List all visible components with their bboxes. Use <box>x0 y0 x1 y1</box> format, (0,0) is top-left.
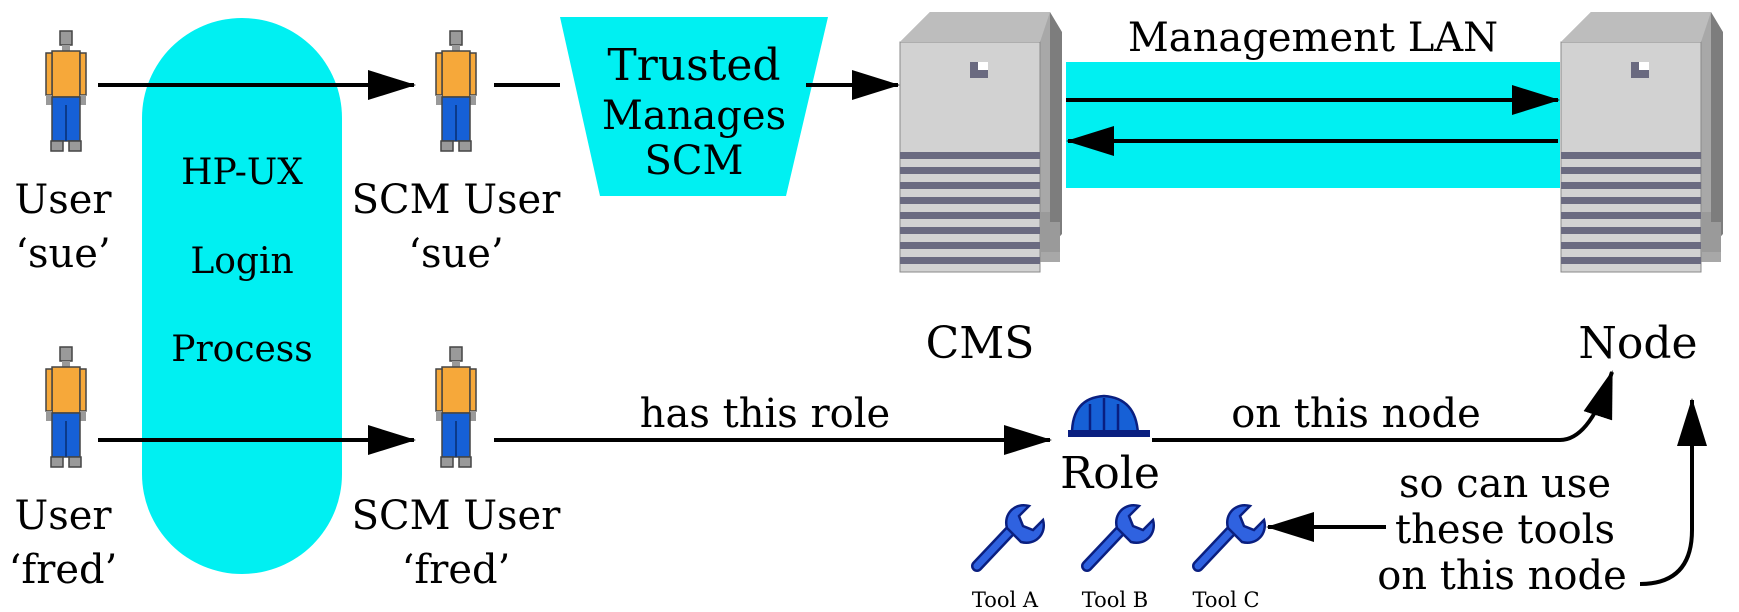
on-node-label: on this node <box>1231 391 1481 437</box>
tool-a-label: Tool A <box>971 588 1039 612</box>
login-process-line1: HP-UX <box>181 152 303 193</box>
user-fred-label: User <box>14 493 112 539</box>
tools-caption-line2: these tools <box>1395 507 1615 553</box>
hardhat-icon <box>1068 394 1150 437</box>
scm-user-sue-icon <box>435 30 477 152</box>
tool-b-label: Tool B <box>1081 588 1149 612</box>
trusted-line3: SCM <box>644 138 744 184</box>
user-fred-name: ‘fred’ <box>8 547 118 593</box>
tool-b-wrench-icon <box>1087 505 1154 566</box>
trusted-box <box>560 17 828 196</box>
login-process-line3: Process <box>171 329 313 370</box>
management-lan-band <box>1066 62 1560 188</box>
tool-a-wrench-icon <box>977 505 1044 566</box>
login-process-line2: Login <box>190 241 294 282</box>
user-sue-icon <box>45 30 87 152</box>
node-server-icon <box>1560 11 1724 273</box>
scm-user-fred-name: ‘fred’ <box>401 547 511 593</box>
role-label: Role <box>1060 448 1160 499</box>
user-fred-icon <box>45 346 87 468</box>
tools-caption-line3: on this node <box>1377 553 1627 599</box>
node-label: Node <box>1578 318 1698 369</box>
tool-c-label: Tool C <box>1192 588 1260 612</box>
cms-server-icon <box>899 11 1063 273</box>
scm-user-sue-label: SCM User <box>351 177 561 223</box>
management-lan-label: Management LAN <box>1127 15 1499 61</box>
caption-to-node-arrow <box>1639 398 1707 586</box>
trusted-line2: Manages <box>601 93 787 139</box>
cms-label: CMS <box>925 318 1035 369</box>
scm-user-fred-icon <box>435 346 477 468</box>
scm-user-sue-name: ‘sue’ <box>408 231 504 277</box>
login-process-box <box>142 18 342 574</box>
has-role-label: has this role <box>639 391 891 437</box>
tools-caption-line1: so can use <box>1398 461 1611 507</box>
tool-c-wrench-icon <box>1198 505 1265 566</box>
user-sue-label: User <box>14 177 112 223</box>
trusted-line1: Trusted <box>607 40 781 91</box>
role-to-node-arrow <box>1152 370 1614 442</box>
user-sue-name: ‘sue’ <box>15 231 111 277</box>
scm-user-fred-label: SCM User <box>351 493 561 539</box>
